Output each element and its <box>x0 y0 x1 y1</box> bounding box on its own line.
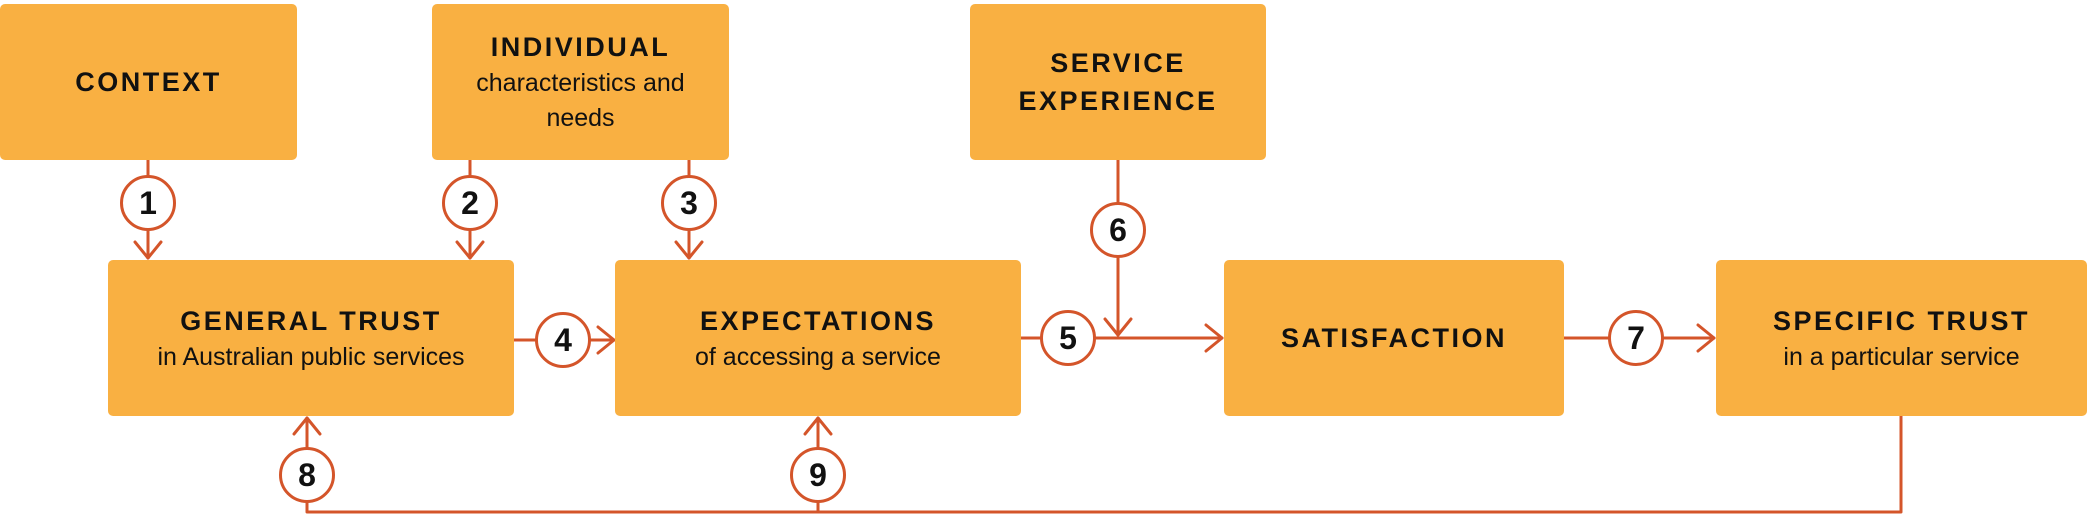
service-experience-box: SERVICE EXPERIENCE <box>970 4 1266 160</box>
step-badge-1: 1 <box>120 175 176 231</box>
context-title: CONTEXT <box>75 67 222 97</box>
expectations-title: EXPECTATIONS <box>699 305 937 336</box>
arrowhead-8 <box>292 416 322 436</box>
general-trust-box: GENERAL TRUST in Australian public servi… <box>108 260 514 416</box>
satisfaction-title: SATISFACTION <box>1280 323 1507 353</box>
step-badge-3: 3 <box>661 175 717 231</box>
connector-feedback-loop <box>305 414 1903 514</box>
arrowhead-5 <box>1204 323 1224 353</box>
step-badge-9: 9 <box>790 447 846 503</box>
specific-trust-title: SPECIFIC TRUST <box>1772 305 2030 336</box>
step-badge-4: 4 <box>535 312 591 368</box>
arrowhead-2 <box>455 240 485 260</box>
step-badge-2: 2 <box>442 175 498 231</box>
individual-subtitle: characteristics and needs <box>476 69 685 132</box>
arrowhead-7 <box>1696 323 1716 353</box>
step-badge-8: 8 <box>279 447 335 503</box>
satisfaction-box: SATISFACTION <box>1224 260 1564 416</box>
service-experience-title: SERVICE EXPERIENCE <box>1018 48 1218 116</box>
context-box: CONTEXT <box>0 4 297 160</box>
specific-trust-subtitle: in a particular service <box>1783 342 2020 371</box>
arrowhead-1 <box>133 240 163 260</box>
individual-box: INDIVIDUAL characteristics and needs <box>432 4 729 160</box>
step-badge-5: 5 <box>1040 310 1096 366</box>
individual-title: INDIVIDUAL <box>490 32 671 62</box>
arrowhead-9 <box>803 416 833 436</box>
step-badge-6: 6 <box>1090 202 1146 258</box>
general-trust-subtitle: in Australian public services <box>157 342 465 371</box>
step-badge-7: 7 <box>1608 310 1664 366</box>
specific-trust-box: SPECIFIC TRUST in a particular service <box>1716 260 2087 416</box>
general-trust-title: GENERAL TRUST <box>180 305 442 336</box>
arrowhead-4 <box>596 325 616 355</box>
expectations-subtitle: of accessing a service <box>695 342 941 371</box>
expectations-box: EXPECTATIONS of accessing a service <box>615 260 1021 416</box>
arrowhead-3 <box>674 240 704 260</box>
arrowhead-6 <box>1103 317 1133 337</box>
